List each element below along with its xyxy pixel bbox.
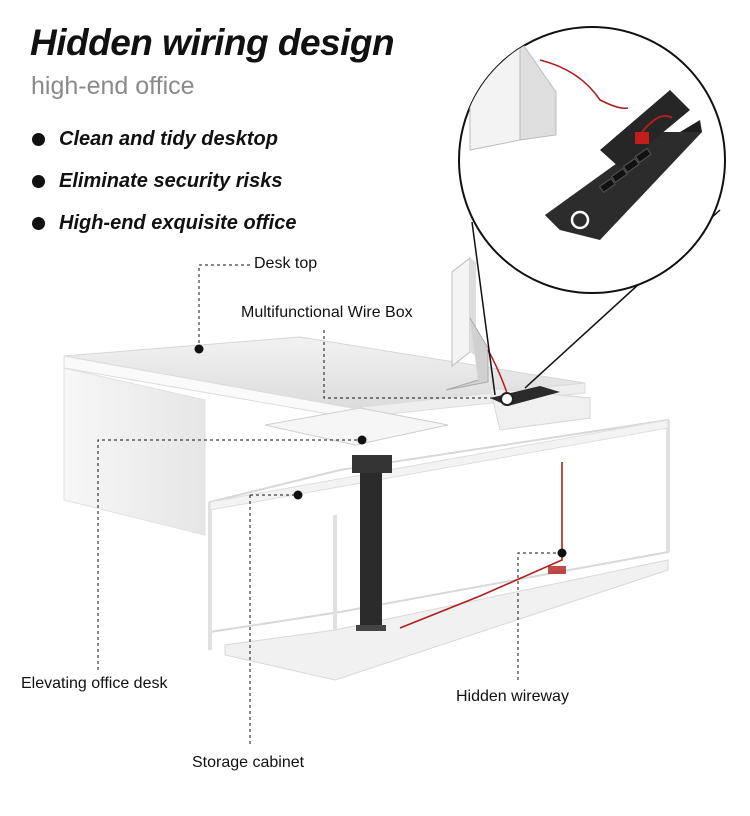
feature-item: Clean and tidy desktop [32, 118, 296, 160]
hidden-wireway-leader [517, 548, 567, 680]
wire-box-leader [323, 330, 496, 399]
wire-box-detail [458, 26, 726, 294]
feature-text: Clean and tidy desktop [59, 127, 278, 150]
page-title: Hidden wiring design [30, 22, 395, 63]
storage-cabinet-leader [249, 490, 303, 745]
callout-elevating-desk: Elevating office desk [21, 675, 168, 692]
elevating-desk-leader [97, 435, 367, 670]
feature-text: Eliminate security risks [59, 169, 283, 192]
callout-storage-cabinet: Storage cabinet [192, 754, 305, 771]
desk-top-leader [194, 264, 250, 354]
callout-hidden-wireway: Hidden wireway [456, 688, 569, 705]
desk-body [63, 336, 670, 681]
feature-item: Eliminate security risks [32, 160, 296, 202]
callout-wire-box: Multifunctional Wire Box [241, 304, 413, 321]
feature-item: High-end exquisite office [32, 202, 296, 244]
wire-box-icon [490, 386, 560, 406]
feature-text: High-end exquisite office [59, 211, 297, 234]
bullet-icon [32, 216, 45, 230]
bullet-icon [32, 174, 45, 188]
monitor-icon [445, 256, 509, 397]
bullet-icon [32, 132, 45, 146]
callout-desk-top: Desk top [254, 255, 318, 272]
feature-list: Clean and tidy desktop Eliminate securit… [32, 118, 296, 244]
page-subtitle: high-end office [31, 72, 195, 100]
